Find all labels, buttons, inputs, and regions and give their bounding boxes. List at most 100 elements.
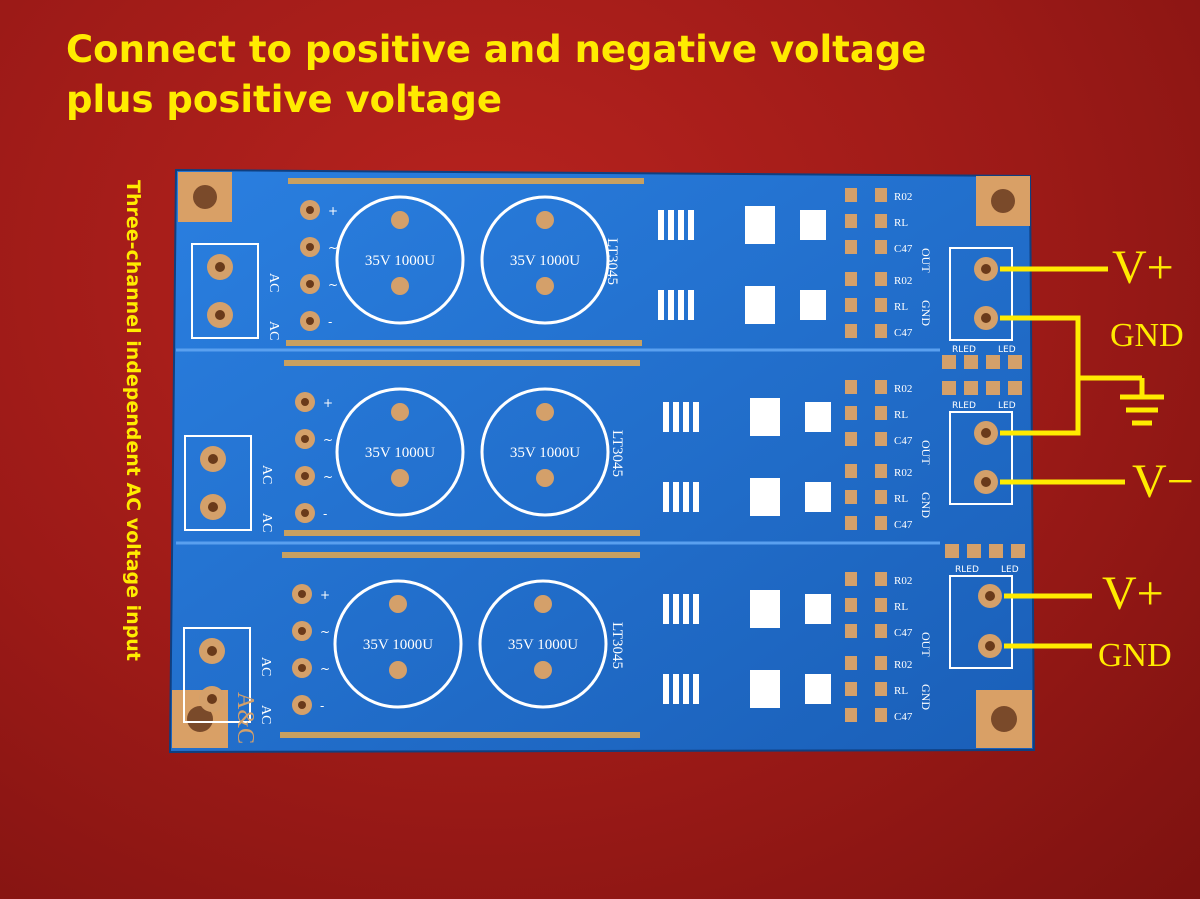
ch3-power-pad — [805, 674, 831, 704]
ch3-cap-pad — [389, 595, 407, 613]
rled-label-2: RLED — [952, 401, 976, 411]
led-label-2: LED — [998, 401, 1016, 411]
output-terminals — [974, 257, 1002, 658]
ch2-smd-pad — [875, 490, 887, 504]
ch2-bridge-pad-hole — [301, 472, 309, 480]
rled-label-1: RLED — [952, 345, 976, 355]
ch1-cap-pad — [391, 211, 409, 229]
ch3-smd-pad — [845, 598, 857, 612]
ch3-resistor-label: R02 — [894, 659, 912, 671]
ch1-smd-pad — [845, 188, 857, 202]
ch3-smd-pad — [875, 598, 887, 612]
ch2-smd-pad — [875, 380, 887, 394]
mounting-holes — [172, 172, 1032, 748]
ch2-regulator-label: LT3045 — [609, 430, 625, 477]
ch1-capacitor-1 — [335, 195, 465, 325]
ch1-power-pad — [800, 210, 826, 240]
ch1-smd-pad — [845, 214, 857, 228]
ch2-smd-pad — [845, 432, 857, 446]
ch2-capacitor-1 — [335, 387, 465, 517]
ch3-regulator-label: LT3045 — [609, 622, 625, 669]
ch2-resistor-label: C47 — [894, 519, 913, 531]
ch3-ic-pad — [673, 674, 679, 704]
ch2-smd-pad — [845, 380, 857, 394]
ch1-bridge-pad-hole — [306, 317, 314, 325]
ch1-power-pad — [745, 206, 775, 244]
ch1-smd-pad — [845, 240, 857, 254]
ch1-bridge-mark: ~ — [328, 278, 338, 292]
ch1-ic-pad — [658, 210, 664, 240]
ch2-ic-pad — [663, 482, 669, 512]
ch3-smd-pad — [875, 572, 887, 586]
ch3-ic-pad — [673, 594, 679, 624]
ch3-power-pad — [805, 594, 831, 624]
ch2-cap-pad — [391, 403, 409, 421]
ch3-capacitor-label: 35V 1000U — [508, 637, 578, 653]
ch1-smd-pad — [845, 272, 857, 286]
ch1-smd-pad — [875, 272, 887, 286]
ch1-resistor-label: R02 — [894, 275, 912, 287]
ch2-resistor-label: C47 — [894, 435, 913, 447]
ch2-ic-pad — [693, 482, 699, 512]
ch1-ac-label: AC — [266, 321, 281, 340]
ch1-bridge-mark: - — [328, 315, 332, 329]
ch3-smd-pad — [875, 656, 887, 670]
ch2-capacitor-label: 35V 1000U — [510, 445, 580, 461]
ch3-cap-pad — [389, 661, 407, 679]
ch3-smd-pad — [875, 682, 887, 696]
ch1-ac-pad-hole — [215, 310, 225, 320]
ch2-smd-pad — [875, 406, 887, 420]
ch2-power-pad — [805, 402, 831, 432]
ch1-bridge-mark: + — [328, 204, 338, 218]
ch3-bridge-pad-hole — [298, 627, 306, 635]
gold-strips — [280, 178, 644, 738]
ch1-capacitor-label: 35V 1000U — [510, 253, 580, 269]
ch2-bridge-mark: + — [323, 396, 333, 410]
ch2-bridge-mark: - — [323, 507, 327, 521]
gnd-label-2: GND — [1098, 637, 1172, 674]
ch3-ac-label: AC — [258, 705, 273, 724]
ch2-ac-pad-hole — [208, 502, 218, 512]
ch1-power-pad — [800, 290, 826, 320]
ch3-capacitor-2 — [478, 579, 608, 709]
ch2-bridge-pad-hole — [301, 398, 309, 406]
ch2-bridge-mark: ~ — [323, 470, 333, 484]
ch2-ic-pad — [663, 402, 669, 432]
ch2-resistor-label: RL — [894, 493, 908, 505]
ch2-smd-pad — [875, 464, 887, 478]
ch1-smd-pad — [875, 240, 887, 254]
ch2-resistor-label: RL — [894, 409, 908, 421]
ch1-smd-pad — [875, 324, 887, 338]
ch2-smd-pad — [845, 516, 857, 530]
rled-label-3: RLED — [955, 565, 979, 575]
ch3-resistor-label: R02 — [894, 575, 912, 587]
ch1-bridge-pad-hole — [306, 243, 314, 251]
ch1-ac-connector — [191, 243, 259, 339]
ch1-ic-pad — [658, 290, 664, 320]
ch3-ic-pad — [663, 594, 669, 624]
v-plus-label-2: V+ — [1102, 567, 1164, 620]
ch3-smd-pad — [875, 624, 887, 638]
ch1-cap-pad — [536, 211, 554, 229]
ch2-capacitor-2 — [480, 387, 610, 517]
ch1-smd-pad — [845, 298, 857, 312]
ch3-capacitor-1 — [333, 579, 463, 709]
ch1-ic-pad — [688, 290, 694, 320]
ch2-cap-pad — [391, 469, 409, 487]
ch3-bridge-pad-hole — [298, 590, 306, 598]
ch1-ic-pad — [668, 210, 674, 240]
ch3-ac-pad-hole — [207, 694, 217, 704]
ch2-smd-pad — [875, 516, 887, 530]
ch1-ac-pad-hole — [215, 262, 225, 272]
ch2-out-label: OUT — [919, 440, 933, 465]
ch1-regulator-label: LT3045 — [604, 238, 620, 285]
channel-dividers — [176, 348, 940, 545]
ch2-ac-label: AC — [259, 513, 274, 532]
ch1-smd-pad — [875, 214, 887, 228]
ch3-smd-pad — [845, 572, 857, 586]
ch1-ic-pad — [678, 210, 684, 240]
ch3-out-label: OUT — [919, 632, 933, 657]
ch1-ic-pad — [688, 210, 694, 240]
ch3-smd-pad — [845, 682, 857, 696]
